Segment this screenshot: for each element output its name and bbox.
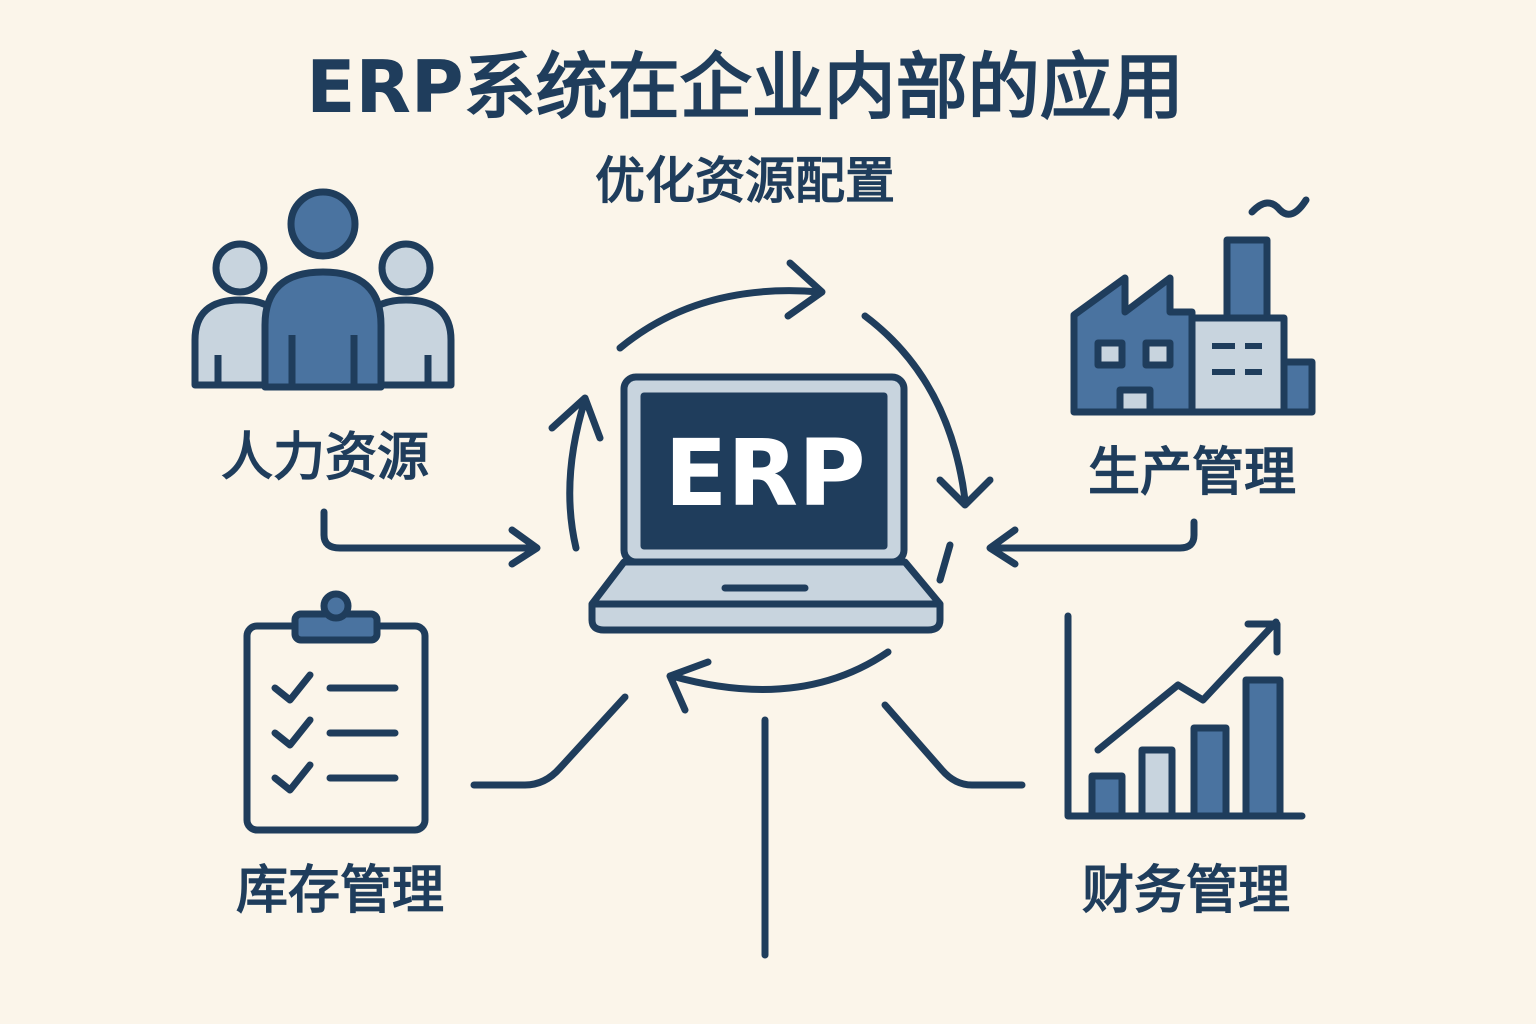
arrow-top xyxy=(616,259,826,352)
erp-screen-label: ERP xyxy=(664,420,865,527)
arrow-right-tail xyxy=(936,541,954,584)
laptop-icon xyxy=(588,373,944,634)
title: ERP系统在企业内部的应用 xyxy=(306,45,1183,129)
clipboard-checklist-icon xyxy=(243,590,429,834)
connector-production xyxy=(986,518,1198,568)
connector-finance xyxy=(881,701,1026,789)
subtitle: 优化资源配置 xyxy=(595,152,895,210)
module-label-inventory: 库存管理 xyxy=(236,861,444,921)
connector-hr xyxy=(320,508,541,568)
cycle-arrows xyxy=(548,259,994,714)
connectors xyxy=(320,508,1198,959)
connector-inventory xyxy=(470,693,629,789)
module-label-production: 生产管理 xyxy=(1088,443,1296,503)
people-icon xyxy=(191,188,455,391)
arrow-bottom xyxy=(666,648,892,714)
module-label-hr: 人力资源 xyxy=(221,428,429,488)
module-label-finance: 财务管理 xyxy=(1082,861,1290,921)
arrow-right xyxy=(861,312,994,509)
factory-icon xyxy=(1070,196,1316,416)
bar-chart-growth-icon xyxy=(1064,612,1306,820)
arrow-left xyxy=(548,394,604,552)
